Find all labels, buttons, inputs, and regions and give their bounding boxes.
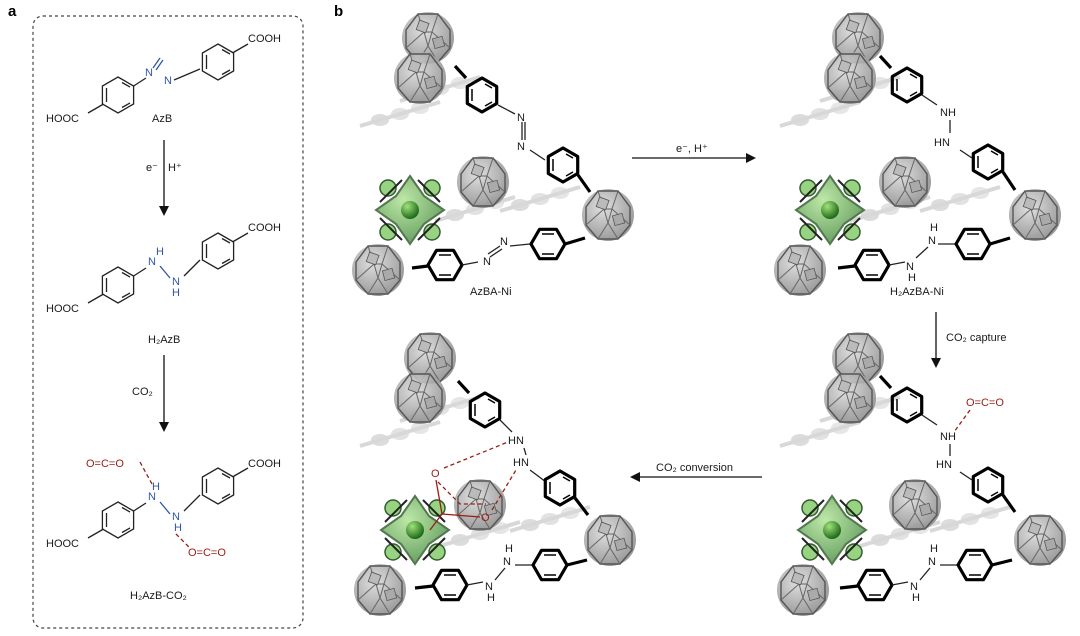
h2azb-hooc: HOOC (46, 303, 79, 315)
h2azb-nh1: N (148, 256, 156, 268)
conv-o1: O (431, 468, 440, 480)
reduce-e-label: e⁻ (146, 162, 158, 174)
capture-label: CO₂ capture (946, 332, 1007, 344)
panel-label-a: a (8, 3, 17, 20)
azb-n1: N (145, 67, 153, 79)
scene-azba-ni: N N N N AzBA-Ni (351, 11, 635, 298)
conv-hn1: HN (508, 435, 524, 447)
co2-h1: H (152, 481, 160, 493)
cap-nh1: NH (940, 431, 956, 443)
co2-nh2: N (172, 511, 180, 523)
azba-n2: N (517, 141, 525, 153)
h2azb-co2-label: H₂AzB-CO₂ (130, 590, 187, 602)
scene-co2-captured: NH HN O=C=O N H H N (776, 331, 1067, 617)
co2-bottom-molecule: O=C=O (188, 547, 226, 559)
h2azba-ni-label: H₂AzBA-Ni (890, 286, 944, 298)
cap-n4: N (928, 556, 936, 568)
co2-h2: H (174, 522, 182, 534)
conv-h4: H (505, 543, 513, 555)
azb-molecule: N N COOH HOOC AzB (46, 33, 281, 125)
cap-h4: H (930, 543, 938, 555)
scene-h2azba-ni: NH HN N H H N H₂AzBA-Ni (773, 11, 1062, 298)
panel-a-frame (32, 15, 304, 629)
azba-ni-label: AzBA-Ni (470, 286, 512, 298)
h2azba-nh1: NH (940, 107, 956, 119)
co2-nh1: N (148, 491, 156, 503)
cap-n3: N (910, 581, 918, 593)
h2azba-n4: N (928, 235, 936, 247)
reduce-b-label: e⁻, H⁺ (676, 143, 708, 155)
azba-n1: N (517, 112, 525, 124)
azb-label: AzB (152, 113, 172, 125)
co2-step-label: CO₂ (132, 386, 153, 398)
azba-n3: N (483, 256, 491, 268)
conv-hn2: HN (513, 457, 529, 469)
co2-cooh: COOH (248, 458, 281, 470)
h2azb-cooh: COOH (248, 222, 281, 234)
azb-hooc: HOOC (46, 113, 79, 125)
cap-co2-molecule: O=C=O (966, 397, 1004, 409)
conversion-label: CO₂ conversion (656, 462, 733, 474)
h2azba-hn1: HN (934, 137, 950, 149)
h2azba-h4: H (930, 222, 938, 234)
conv-h3: H (487, 592, 495, 604)
conv-n3: N (485, 581, 493, 593)
co2-top-molecule: O=C=O (86, 458, 124, 470)
reduce-h-label: H⁺ (168, 162, 182, 174)
h2azb-co2-molecule: N H N H COOH HOOC O=C=O O=C=O H₂AzB-CO₂ (46, 458, 281, 602)
azb-cooh: COOH (248, 33, 281, 45)
cap-h3: H (912, 592, 920, 604)
h2azba-h3: H (908, 272, 916, 284)
h2azb-label: H₂AzB (148, 334, 180, 346)
panel-label-b: b (334, 3, 343, 20)
azba-n4: N (500, 236, 508, 248)
conv-n4: N (503, 556, 511, 568)
h2azba-n3: N (906, 261, 914, 273)
scene-co2-conversion: HN HN O O N H H N (353, 331, 637, 617)
co2-hooc: HOOC (46, 538, 79, 550)
h2azb-nh2: N (172, 276, 180, 288)
cap-hn1: HN (936, 459, 952, 471)
h2azb-h2: H (172, 287, 180, 299)
azb-n2: N (164, 75, 172, 87)
h2azb-h1: H (156, 246, 164, 258)
h2azb-molecule: N H N H COOH HOOC H₂AzB (46, 222, 281, 346)
conv-o2: O (481, 512, 490, 524)
